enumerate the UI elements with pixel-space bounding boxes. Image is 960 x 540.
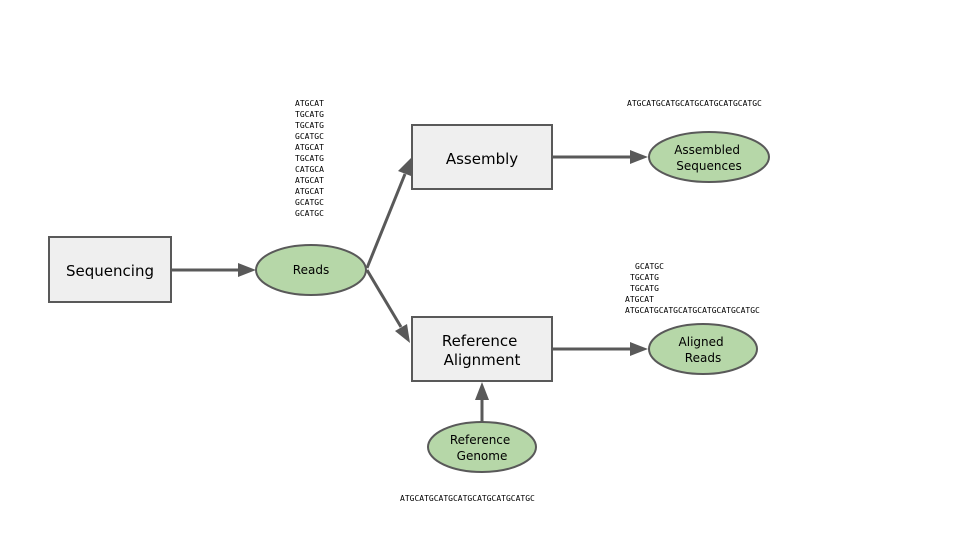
reads-node: Reads <box>255 244 367 296</box>
reference-genome-label: Reference Genome <box>450 433 514 463</box>
read-sequence: ATGCAT <box>295 187 324 196</box>
assembled-sequence-text: ATGCATGCATGCATGCATGCATGCATGC <box>627 99 762 108</box>
reference-alignment-node: Reference Alignment <box>411 316 553 382</box>
reads-label: Reads <box>293 263 329 277</box>
reference-alignment-label: Reference Alignment <box>442 332 522 369</box>
reference-genome-label-line2: Genome <box>457 449 508 463</box>
aligned-reads-node: Aligned Reads <box>648 323 758 375</box>
read-sequence: ATGCAT <box>295 99 324 108</box>
arrow-assembly-to-assembled-sequences <box>552 150 648 164</box>
aligned-read-sequence: GCATGC <box>635 262 664 271</box>
assembled-sequences-label-line2: Sequences <box>676 159 741 173</box>
read-sequence: TGCATG <box>295 154 324 163</box>
assembled-sequences-node: Assembled Sequences <box>648 131 770 183</box>
reference-alignment-label-line1: Reference <box>442 332 518 350</box>
reference-sequence-text: ATGCATGCATGCATGCATGCATGCATGC <box>400 494 535 503</box>
arrow-reads-to-alignment <box>365 269 410 343</box>
reference-alignment-label-line2: Alignment <box>444 351 521 369</box>
aligned-read-sequence: TGCATG <box>630 284 659 293</box>
arrow-alignment-to-aligned-reads <box>552 342 648 356</box>
read-sequence: GCATGC <box>295 209 324 218</box>
assembly-label: Assembly <box>446 150 518 168</box>
arrow-reads-to-assembly <box>365 158 411 269</box>
aligned-reads-label-line2: Reads <box>685 351 721 365</box>
reference-genome-label-line1: Reference <box>450 433 510 447</box>
read-sequence: TGCATG <box>295 121 324 130</box>
assembled-sequences-label-line1: Assembled <box>674 143 740 157</box>
arrow-reference-genome-to-alignment <box>475 382 489 422</box>
aligned-read-sequence: ATGCATGCATGCATGCATGCATGCATGC <box>625 306 760 315</box>
aligned-reads-label-line1: Aligned <box>679 335 724 349</box>
read-sequence: TGCATG <box>295 110 324 119</box>
arrow-sequencing-to-reads <box>171 263 256 277</box>
sequencing-node: Sequencing <box>48 236 172 303</box>
aligned-reads-label: Aligned Reads <box>679 335 728 365</box>
assembled-sequences-label: Assembled Sequences <box>674 143 744 173</box>
connectors <box>171 150 648 422</box>
read-sequence: GCATGC <box>295 132 324 141</box>
sequencing-label: Sequencing <box>66 262 154 280</box>
assembly-node: Assembly <box>411 124 553 190</box>
aligned-read-sequence: ATGCAT <box>625 295 654 304</box>
read-sequence: ATGCAT <box>295 176 324 185</box>
read-sequence: GCATGC <box>295 198 324 207</box>
reads-sequence-list: ATGCAT TGCATG TGCATG GCATGC ATGCAT TGCATG CATG… <box>295 99 324 218</box>
aligned-reads-sequence-list: GCATGC TGCATG TGCATG ATGCAT ATGCATGCATGCATGC… <box>625 262 760 315</box>
read-sequence: ATGCAT <box>295 143 324 152</box>
aligned-read-sequence: TGCATG <box>630 273 659 282</box>
read-sequence: CATGCA <box>295 165 324 174</box>
reference-genome-node: Reference Genome <box>427 421 537 473</box>
